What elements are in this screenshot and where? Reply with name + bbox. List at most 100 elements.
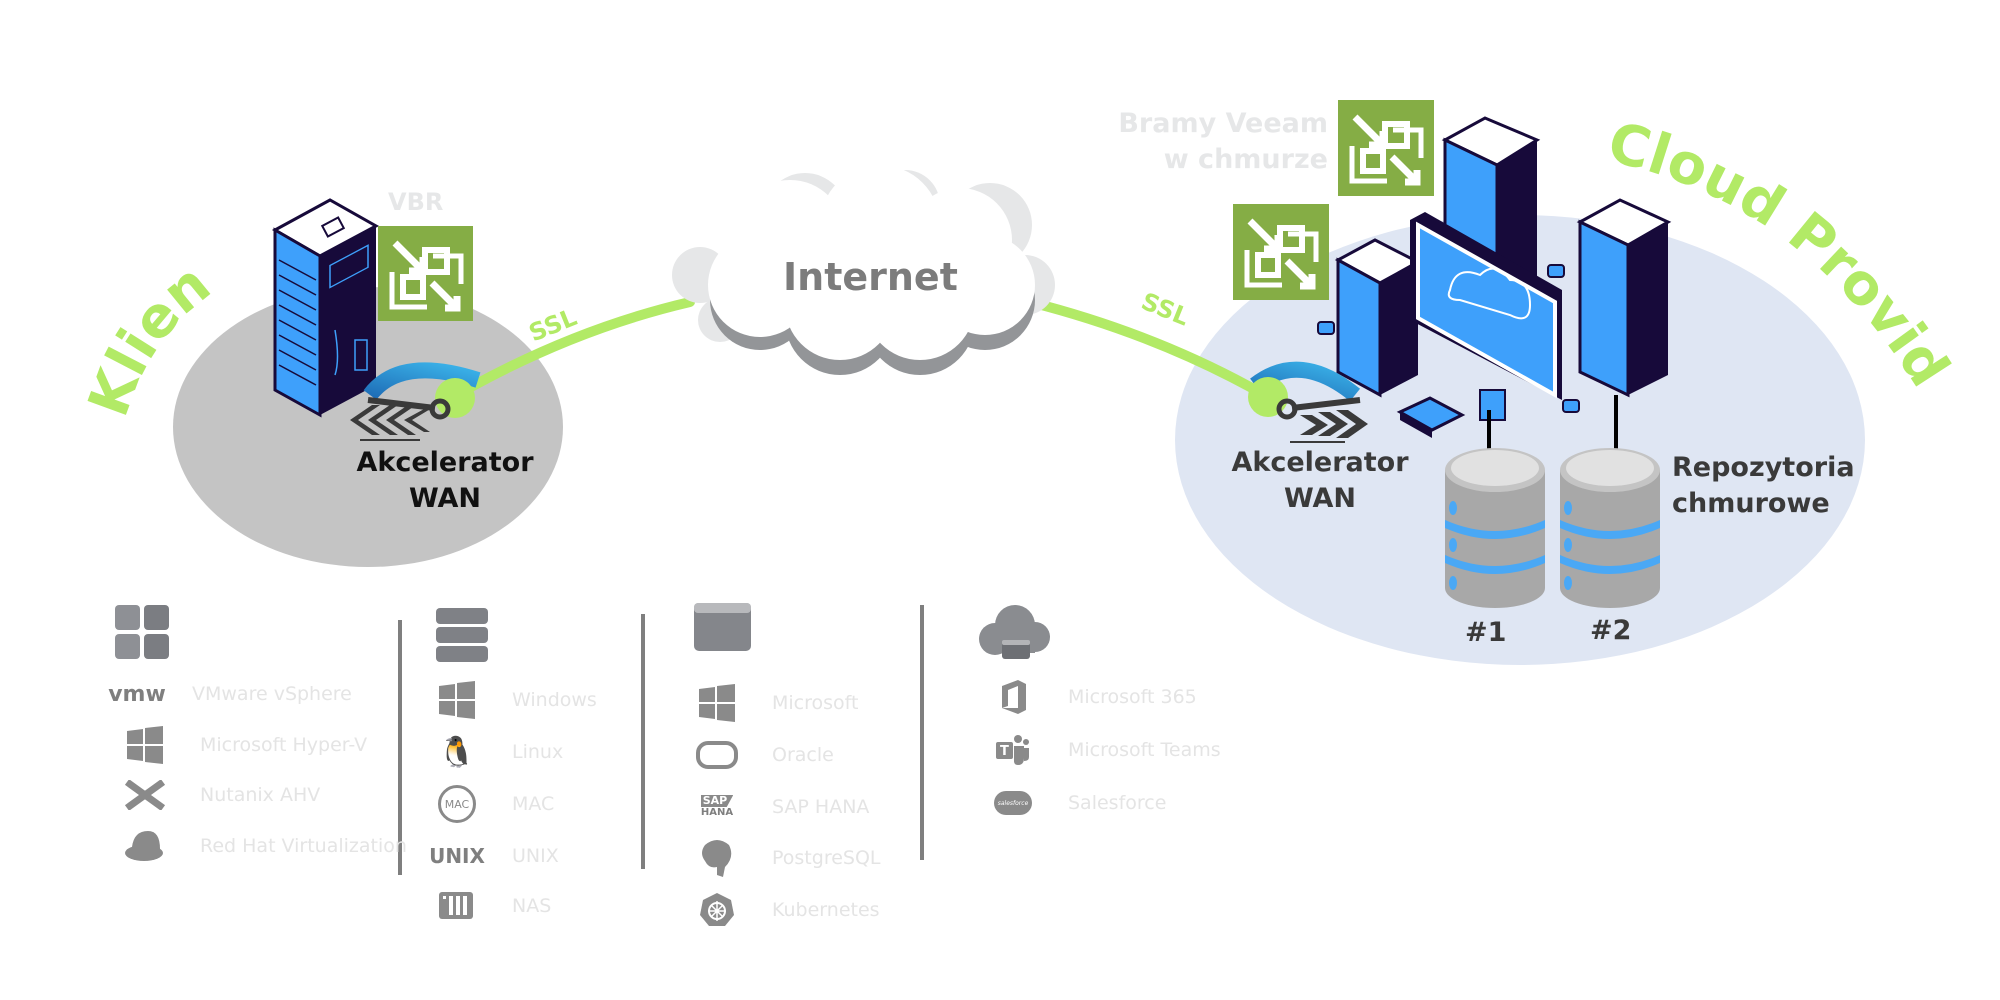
- divider: [920, 605, 924, 860]
- mac-icon-text: MAC: [438, 785, 476, 823]
- cloud-apps-icon: [975, 603, 1055, 663]
- postgresql-icon: [692, 838, 742, 878]
- repository-1: [1445, 448, 1545, 608]
- list-item: SAP HANA SAP HANA: [692, 787, 869, 827]
- sap-text: SAP: [700, 795, 734, 807]
- nas-icon: [432, 886, 482, 926]
- list-item: salesforce Salesforce: [988, 783, 1166, 823]
- windows-icon: [120, 725, 170, 765]
- ssl-link-right: [1025, 297, 1273, 402]
- repositories-label-line1: Repozytoria: [1672, 452, 1855, 483]
- salesforce-icon: salesforce: [988, 783, 1038, 823]
- list-item: PostgreSQL: [692, 838, 881, 878]
- repositories-label-line2: chmurowe: [1672, 488, 1830, 519]
- nutanix-icon: [120, 775, 170, 815]
- applications-icon: [694, 603, 752, 657]
- salesforce-text: salesforce: [994, 791, 1032, 815]
- storage-server-right: [1576, 198, 1672, 398]
- provider-accelerator-label-line2: WAN: [1283, 483, 1357, 514]
- provider-accelerator-label: Akcelerator WAN: [1230, 445, 1410, 517]
- linux-icon: 🐧: [438, 734, 476, 770]
- gateways-label-line2: w chmurze: [1163, 144, 1328, 175]
- gateway-server-left: [1334, 238, 1422, 398]
- repository-2: [1560, 448, 1660, 608]
- item-label: SAP HANA: [772, 796, 870, 818]
- provider-accelerator-label-line1: Akcelerator: [1231, 447, 1409, 478]
- divider: [641, 614, 645, 869]
- list-item: UNIX UNIX: [429, 836, 559, 876]
- wan-accelerator-provider: [1248, 361, 1368, 443]
- list-item: Microsoft 365: [988, 677, 1197, 717]
- item-label: Microsoft: [772, 692, 859, 714]
- physical-servers-icon: [436, 608, 490, 668]
- list-item: Microsoft Hyper-V: [120, 725, 367, 765]
- repository-2-label: #2: [1590, 615, 1632, 646]
- vmware-icon: vmw: [108, 681, 166, 707]
- list-item: Kubernetes: [692, 890, 880, 930]
- internet-cloud: [672, 165, 1055, 375]
- redhat-icon: [120, 826, 170, 866]
- sap-hana-icon: SAP HANA: [692, 787, 742, 827]
- small-node: [1547, 264, 1565, 278]
- list-item: vmw VMware vSphere: [108, 674, 352, 714]
- item-label: UNIX: [512, 845, 559, 867]
- item-label: Microsoft Hyper-V: [200, 734, 368, 756]
- list-item: Red Hat Virtualization: [120, 826, 407, 866]
- list-item: T Microsoft Teams: [988, 730, 1221, 770]
- unix-icon: UNIX: [429, 844, 485, 868]
- mac-icon: MAC: [432, 784, 482, 824]
- item-label: Red Hat Virtualization: [200, 835, 407, 857]
- kubernetes-icon: [692, 890, 742, 930]
- hana-text: HANA: [700, 807, 734, 818]
- item-label: Kubernetes: [772, 899, 880, 921]
- repositories-label: Repozytoria chmurowe: [1672, 450, 1855, 522]
- list-item: Microsoft: [692, 683, 858, 723]
- list-item: Oracle: [692, 735, 834, 775]
- item-label: Salesforce: [1068, 792, 1167, 814]
- veeam-logo-gateway-1: [1338, 100, 1434, 196]
- veeam-logo-gateway-2: [1233, 204, 1329, 300]
- item-label: Microsoft Teams: [1068, 739, 1221, 761]
- teams-icon: T: [988, 730, 1038, 770]
- item-label: Microsoft 365: [1068, 686, 1197, 708]
- oracle-icon: [692, 735, 742, 775]
- vbr-server: [271, 198, 380, 418]
- item-label: MAC: [512, 793, 555, 815]
- small-node: [1562, 399, 1580, 413]
- wan-accelerator-client: [350, 362, 481, 441]
- small-node: [1317, 321, 1335, 335]
- ssl-link-left: [450, 297, 695, 401]
- list-item: Nutanix AHV: [120, 775, 320, 815]
- small-device: [1396, 396, 1466, 438]
- gateways-label: Bramy Veeam w chmurze: [1100, 106, 1328, 178]
- windows-icon: [432, 680, 482, 720]
- gateways-label-line1: Bramy Veeam: [1118, 108, 1328, 139]
- vbr-label: VBR: [388, 188, 444, 216]
- client-accelerator-label-line2: WAN: [408, 483, 482, 514]
- teams-t: T: [1000, 744, 1009, 759]
- item-label: PostgreSQL: [772, 847, 881, 869]
- item-label: Oracle: [772, 744, 834, 766]
- ssl-label-right: SSL: [1137, 287, 1193, 331]
- list-item: MAC MAC: [432, 784, 554, 824]
- office365-icon: [988, 677, 1038, 717]
- list-item: Windows: [432, 680, 597, 720]
- client-accelerator-label-line1: Akcelerator: [356, 447, 534, 478]
- windows-icon: [692, 683, 742, 723]
- veeam-logo-vbr: [378, 226, 473, 321]
- item-label: Nutanix AHV: [200, 784, 321, 806]
- client-title: Klient: [0, 0, 223, 424]
- monitor: [1410, 212, 1562, 421]
- list-item: 🐧 Linux: [432, 732, 563, 772]
- item-label: Windows: [512, 689, 597, 711]
- list-item: NAS: [432, 886, 551, 926]
- item-label: NAS: [512, 895, 552, 917]
- item-label: Linux: [512, 741, 564, 763]
- divider: [398, 620, 402, 875]
- client-accelerator-label: Akcelerator WAN: [355, 445, 535, 517]
- virtual-machines-icon: [115, 605, 171, 665]
- repository-1-label: #1: [1465, 617, 1507, 648]
- item-label: VMware vSphere: [192, 683, 352, 705]
- internet-label: Internet: [783, 255, 958, 299]
